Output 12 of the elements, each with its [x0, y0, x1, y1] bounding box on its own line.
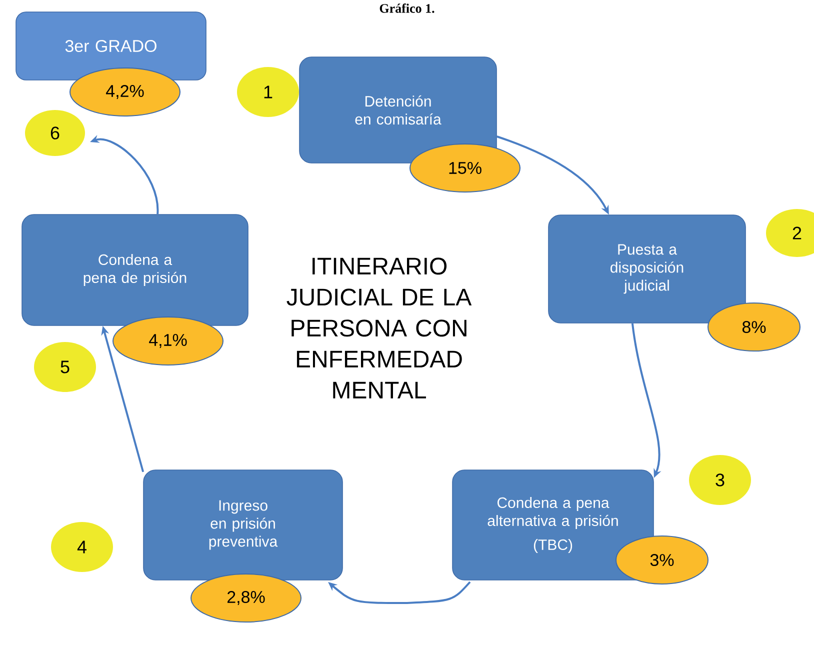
process-box: 3er GRADO	[16, 12, 206, 80]
step-number: 1	[237, 67, 299, 117]
process-box: Condena a pena de prisión	[22, 214, 248, 326]
process-box: Detención en comisaría	[299, 56, 497, 164]
process-box: Ingreso en prisión preventiva	[143, 470, 343, 580]
step-number: 5	[34, 342, 96, 392]
step-number: 3	[689, 455, 751, 505]
step-number: 6	[25, 110, 85, 156]
step-number: 4	[51, 522, 113, 572]
step-number: 2	[766, 209, 814, 257]
center-title: ITINERARIO JUDICIAL DE LA PERSONA CON ENFERMEDAD MENTAL	[286, 258, 472, 398]
heading: Gráfico 1.	[380, 4, 434, 13]
